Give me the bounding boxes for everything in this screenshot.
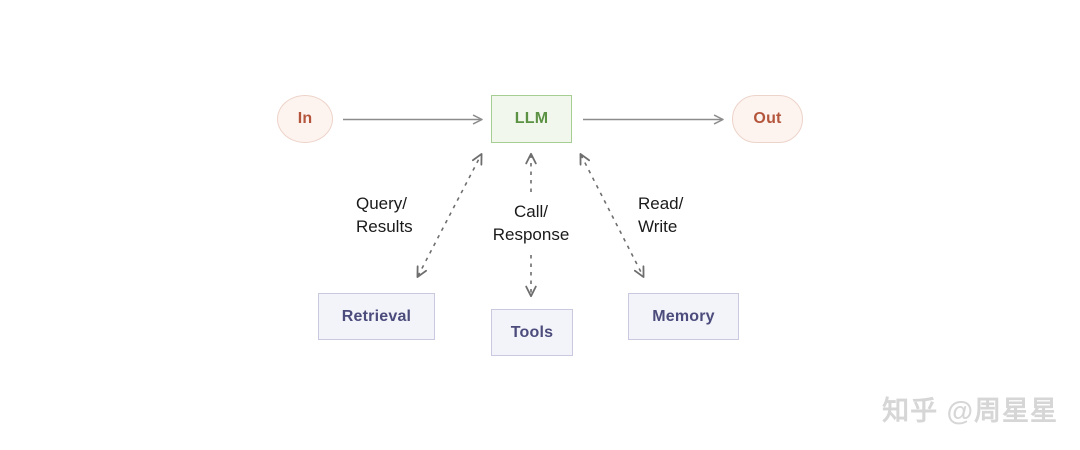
node-memory[interactable]: Memory: [628, 293, 739, 340]
node-input[interactable]: In: [277, 95, 333, 143]
node-output[interactable]: Out: [732, 95, 803, 143]
node-retrieval[interactable]: Retrieval: [318, 293, 435, 340]
edge-label-query-results: Query/ Results: [356, 194, 413, 236]
edge-label-read-write: Read/ Write: [638, 194, 684, 236]
edge-llm-memory: [579, 153, 645, 278]
node-tools[interactable]: Tools: [491, 309, 573, 356]
node-llm[interactable]: LLM: [491, 95, 572, 143]
edge-label-call-response: Call/ Response: [492, 202, 570, 244]
watermark: 知乎 @周星星: [882, 396, 1058, 426]
edge-llm-retrieval: [416, 153, 483, 278]
